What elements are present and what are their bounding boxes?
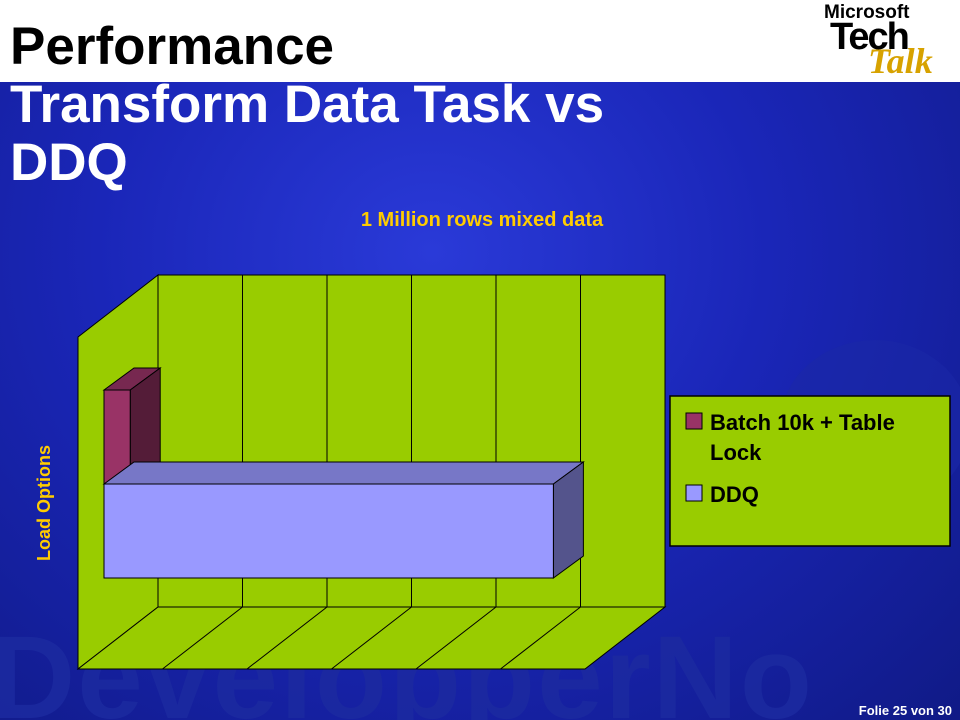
logo-microsoft-text: Microsoft [824,2,910,23]
legend-box [669,395,951,547]
title-line-1: Performance [10,17,335,76]
gridline-floor [500,606,581,670]
gridline-floor [331,606,412,670]
bar-batch-10k-table-lock [102,367,162,485]
y-axis-label: Load Options [34,445,54,561]
title-band [0,0,960,82]
gridline-floor [246,606,328,670]
bar-ddq [102,461,585,579]
bar-ddq-front [103,483,554,579]
slide-footer: Folie 25 von 30 [858,703,952,718]
microsoft-techtalk-logo: Microsoft Tech Talk [822,2,954,81]
chart-legend: Batch 10k + Table Lock DDQ [669,395,951,547]
gridline-floor [162,606,243,670]
legend-swatch-ddq [685,484,703,502]
chart-title: 1 Million rows mixed data [361,209,604,231]
legend-label-ddq: DDQ [710,482,759,507]
title-line-2: Transform Data Task vs [10,75,605,134]
legend-label-batch: Batch 10k + Table Lock [710,410,901,465]
logo-tech-text: Tech [830,16,910,58]
slide-title: Performance Transform Data Task vs DDQ [10,18,770,192]
bar-ddq-top [102,461,585,485]
title-line-3: DDQ [10,133,128,192]
logo-talk-text: Talk [868,41,933,81]
gridline-floor [415,606,497,670]
legend-swatch-batch [685,412,703,430]
